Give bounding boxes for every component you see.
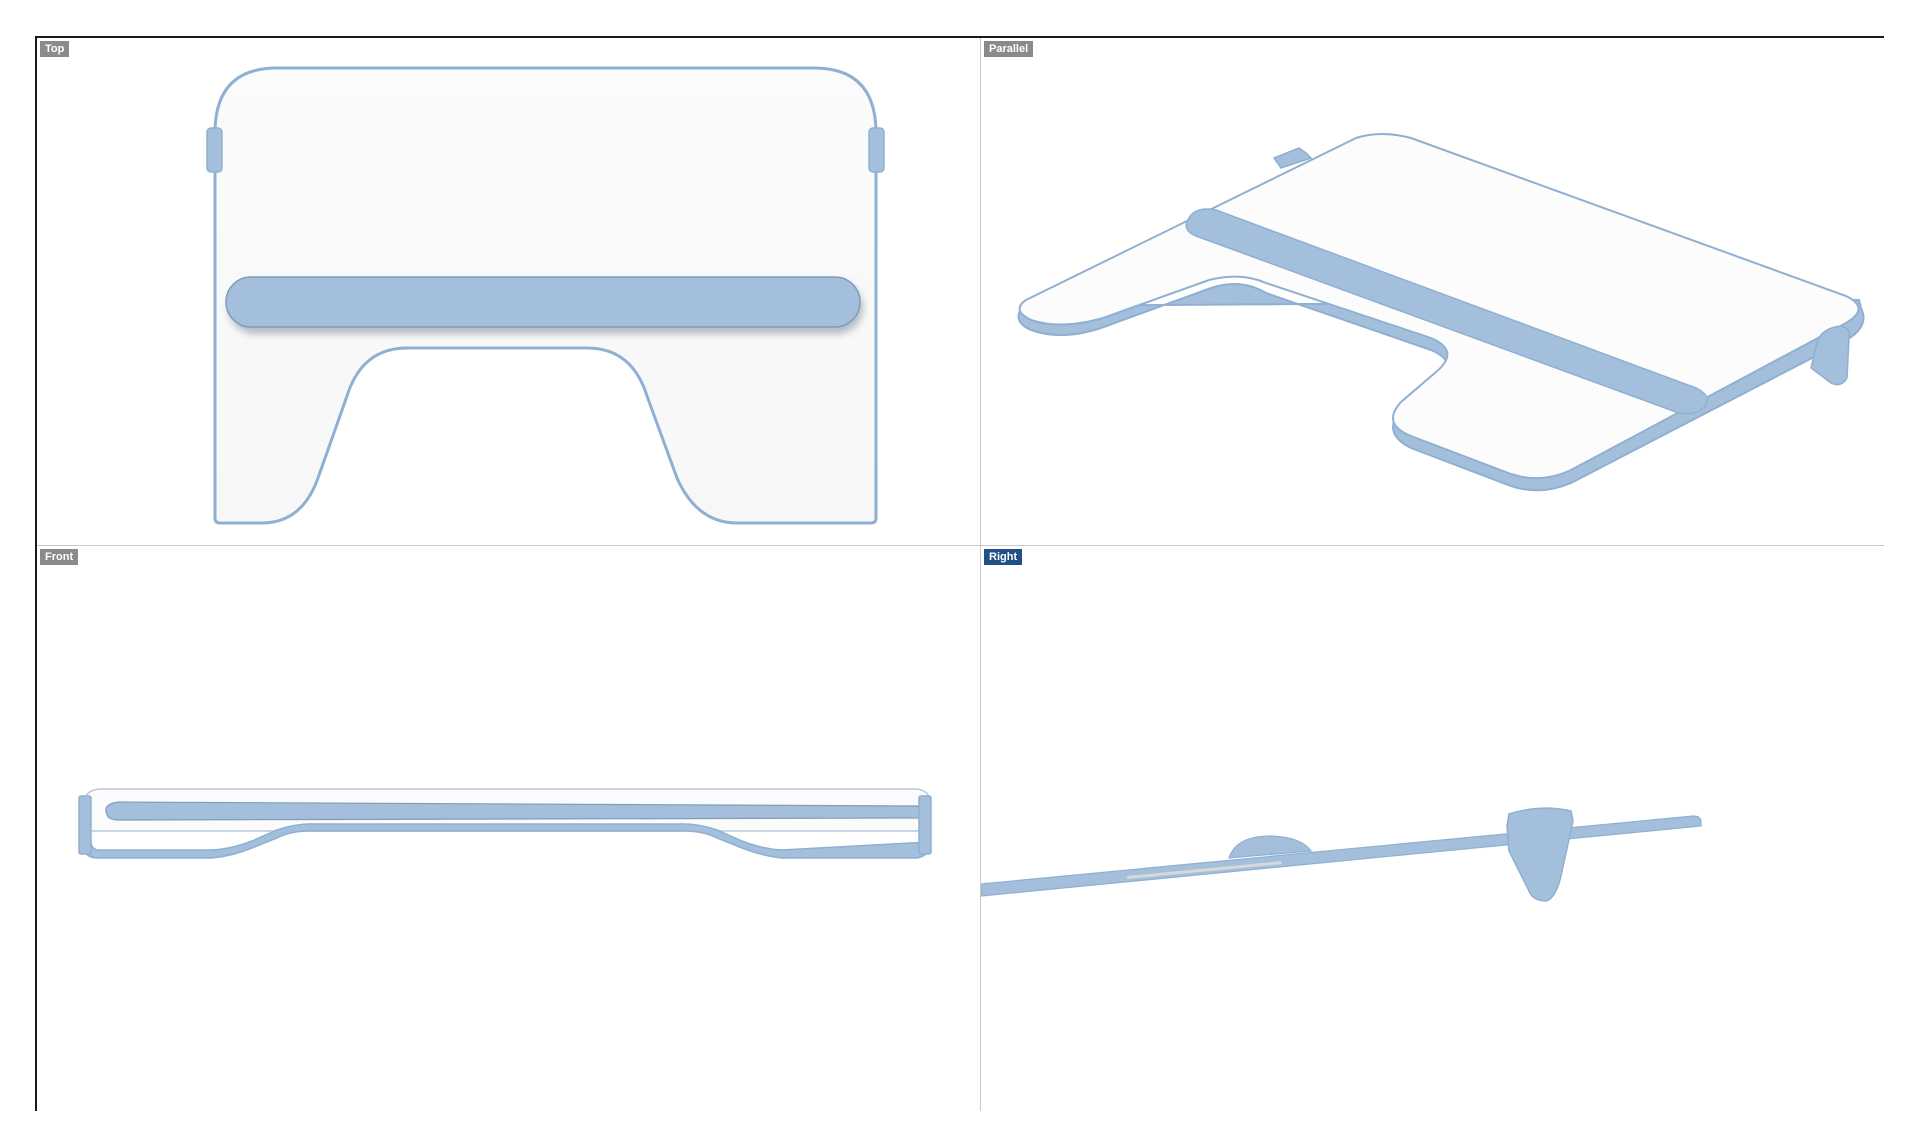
wrist-rest-dome xyxy=(1228,835,1313,859)
viewport-grid: Top Parallel xyxy=(35,36,1884,1111)
viewport-label-right[interactable]: Right xyxy=(984,549,1023,565)
board-underside xyxy=(1126,861,1282,879)
tray-right-board xyxy=(981,815,1702,897)
viewport-parallel[interactable]: Parallel xyxy=(981,38,1884,545)
clip-front-right xyxy=(918,795,932,855)
right-view-render xyxy=(981,807,1702,902)
clip-side-right xyxy=(1810,325,1851,386)
top-view-render xyxy=(206,66,885,525)
clip-back xyxy=(1272,147,1313,169)
wrist-rest-bar-parallel xyxy=(1185,208,1709,415)
viewport-right[interactable]: Right xyxy=(981,546,1884,1111)
clip-right-leg xyxy=(1506,807,1574,902)
clip-front-left xyxy=(78,795,92,855)
clip-left xyxy=(206,127,223,173)
viewport-label-top[interactable]: Top xyxy=(40,41,70,57)
parallel-view-render xyxy=(1017,133,1865,492)
clip-right xyxy=(868,127,885,173)
viewport-divider-vertical xyxy=(980,38,981,1111)
front-view-render xyxy=(78,788,932,859)
viewport-label-parallel[interactable]: Parallel xyxy=(984,41,1034,57)
viewport-divider-horizontal xyxy=(37,545,1884,546)
viewport-label-front[interactable]: Front xyxy=(40,549,79,565)
wrist-rest-bar xyxy=(225,276,861,328)
viewport-top[interactable]: Top xyxy=(37,38,980,545)
viewport-front[interactable]: Front xyxy=(37,546,980,1111)
